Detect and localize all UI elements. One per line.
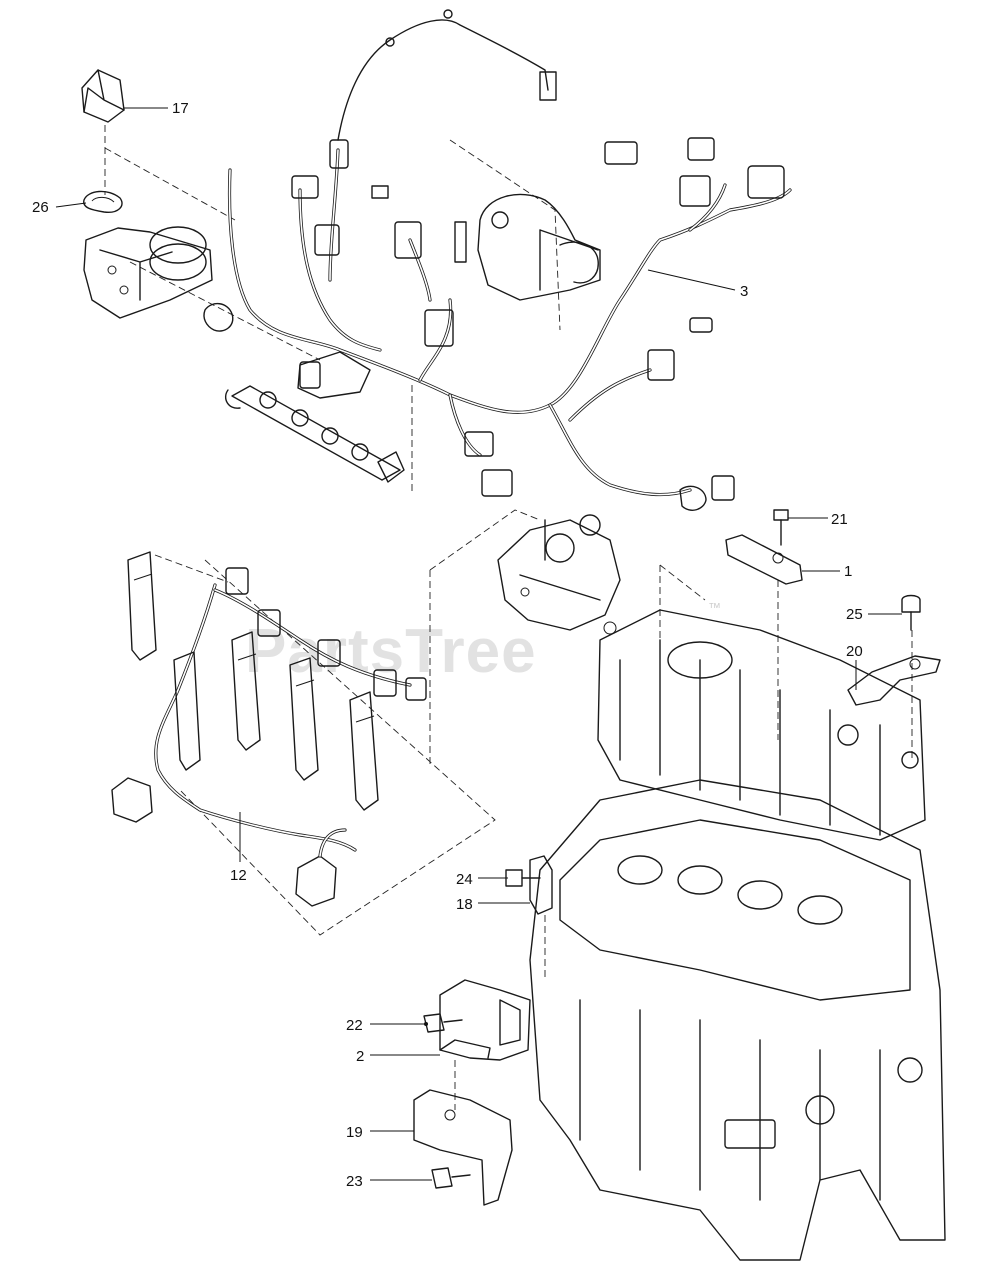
callout-20[interactable]: 20 <box>846 643 863 690</box>
part-24-bolt[interactable] <box>505 869 541 887</box>
callout-22[interactable]: 22 <box>346 1017 428 1034</box>
throttle-body <box>83 226 234 332</box>
callout-2[interactable]: 2 <box>356 1048 440 1065</box>
part-1-bracket[interactable] <box>725 534 803 585</box>
callout-12[interactable]: 12 <box>230 812 247 884</box>
watermark: PartsTree ™ <box>245 600 721 686</box>
part-26-gasket[interactable] <box>83 190 123 213</box>
main-wire-harness <box>227 9 792 511</box>
callout-25[interactable]: 25 <box>846 606 902 623</box>
part-12-injector-harness[interactable] <box>111 551 427 907</box>
watermark-text: PartsTree <box>245 617 537 686</box>
callout-21-label: 21 <box>831 511 848 528</box>
part-21-bolt[interactable] <box>773 509 789 546</box>
callout-20-label: 20 <box>846 643 863 660</box>
callout-3-label: 3 <box>740 283 748 300</box>
callout-17-label: 17 <box>172 100 189 117</box>
callout-23[interactable]: 23 <box>346 1173 432 1190</box>
egr-valve <box>477 193 601 301</box>
fuel-pump <box>497 514 621 635</box>
callout-18-label: 18 <box>456 896 473 913</box>
callout-18[interactable]: 18 <box>456 896 530 913</box>
part-18-bracket[interactable] <box>529 855 553 915</box>
callout-24[interactable]: 24 <box>456 871 508 888</box>
callout-24-label: 24 <box>456 871 473 888</box>
callout-21[interactable]: 21 <box>788 511 848 528</box>
callout-23-label: 23 <box>346 1173 363 1190</box>
fuel-rail-upper <box>224 351 405 483</box>
callout-26[interactable]: 26 <box>32 199 87 216</box>
part-23-bolt[interactable] <box>431 1167 471 1189</box>
callout-19-label: 19 <box>346 1124 363 1141</box>
callout-17[interactable]: 17 <box>124 100 189 117</box>
callout-1-label: 1 <box>844 563 852 580</box>
watermark-trademark: ™ <box>708 600 721 615</box>
part-2-bracket[interactable] <box>439 979 531 1061</box>
callout-22-label: 22 <box>346 1017 363 1034</box>
callout-12-label: 12 <box>230 867 247 884</box>
part-17-cover[interactable] <box>81 69 125 123</box>
engine-block <box>529 779 946 1261</box>
part-22-bolt[interactable] <box>423 1013 463 1033</box>
callout-19[interactable]: 19 <box>346 1124 414 1141</box>
part-19-bracket[interactable] <box>413 1089 513 1206</box>
callout-25-label: 25 <box>846 606 863 623</box>
callout-1[interactable]: 1 <box>802 563 852 580</box>
valve-cover <box>597 609 926 841</box>
part-20-bracket[interactable] <box>847 655 941 706</box>
callout-2-label: 2 <box>356 1048 364 1065</box>
callout-26-label: 26 <box>32 199 49 216</box>
part-25-bolt[interactable] <box>901 594 921 631</box>
callout-3[interactable]: 3 <box>647 269 748 300</box>
